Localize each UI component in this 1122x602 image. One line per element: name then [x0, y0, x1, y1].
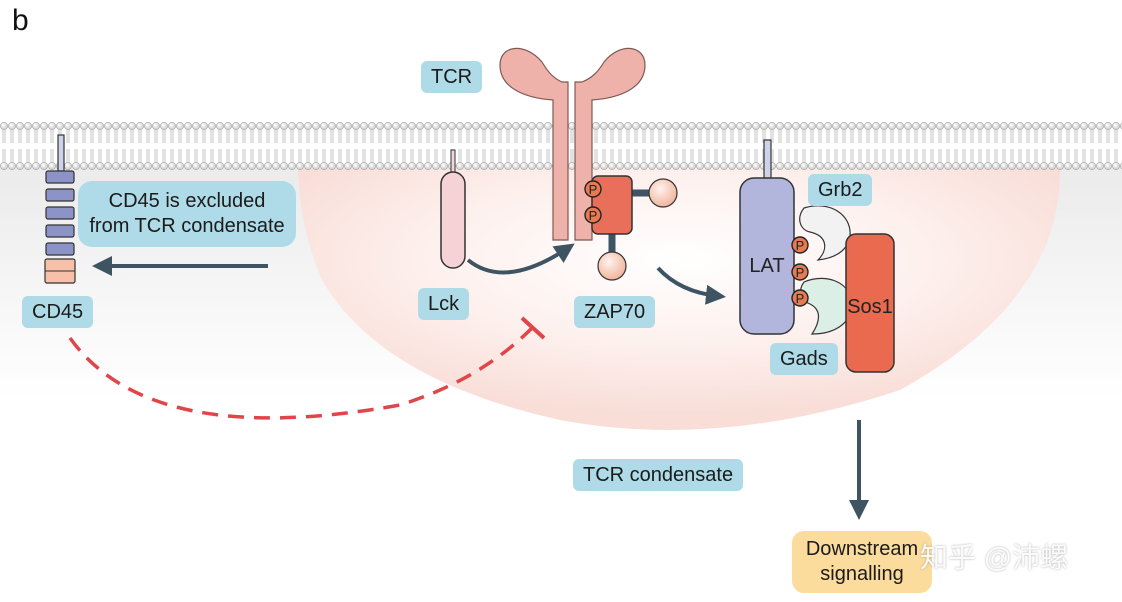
cd45-label: CD45 — [22, 296, 94, 328]
zap70-kinase — [591, 175, 678, 281]
zap70-label: ZAP70 — [574, 296, 656, 328]
lat-label: LAT — [749, 255, 784, 277]
cd45-protein — [44, 134, 76, 284]
lat-phospho-sites: P P P — [791, 236, 809, 307]
inhibition-bar — [520, 316, 546, 340]
lat-phospho-3: P — [796, 291, 805, 306]
downstream-line-1: Downstream — [805, 538, 919, 560]
grb2-adaptor — [799, 205, 851, 261]
zap70-phospho-2: P — [589, 208, 598, 223]
lat-phospho-2: P — [796, 265, 805, 280]
tcr-receptor — [499, 47, 646, 241]
grb2-label: Grb2 — [808, 174, 873, 206]
zap70-phospho-sites: P P — [584, 180, 602, 224]
cd45-exclusion-note: CD45 is excluded from TCR condensate — [78, 181, 296, 247]
downstream-signalling-box: Downstream signalling — [792, 531, 932, 593]
watermark: 知乎 @沛螺 — [920, 542, 1069, 573]
sos1-label: Sos1 — [847, 296, 893, 318]
lck-to-zap70-arrow — [466, 243, 575, 275]
lat-adaptor — [739, 139, 795, 335]
lck-label: Lck — [418, 288, 470, 320]
lck-kinase — [440, 149, 466, 269]
tcr-label: TCR — [421, 61, 483, 93]
note-line-1: CD45 is excluded — [108, 190, 266, 212]
zap70-phospho-1: P — [589, 182, 598, 197]
sos1-protein — [845, 233, 895, 373]
tcr-condensate-label: TCR condensate — [573, 459, 744, 491]
gads-label: Gads — [770, 343, 838, 375]
panel-letter: b — [12, 4, 29, 37]
zap70-to-lat-arrow — [656, 266, 726, 305]
downstream-line-2: signalling — [820, 563, 904, 585]
lat-phospho-1: P — [796, 238, 805, 253]
cd45-inhibition-line — [68, 326, 534, 420]
note-line-2: from TCR condensate — [89, 215, 285, 237]
